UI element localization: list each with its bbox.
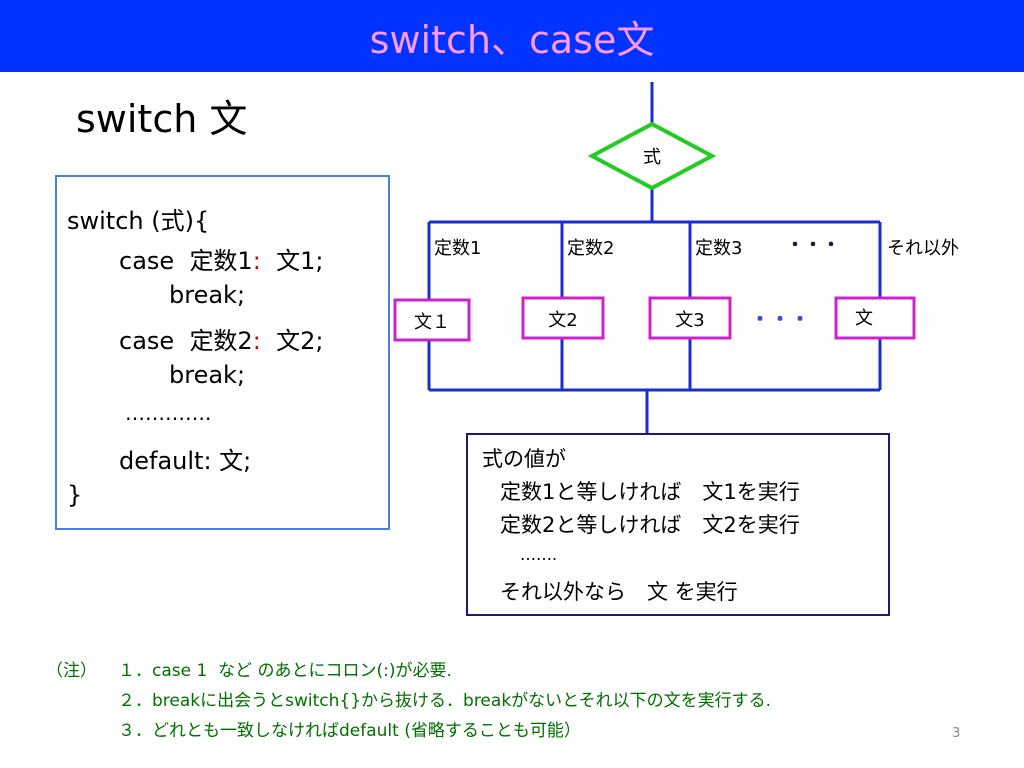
description-line-1: 式の値が	[482, 447, 566, 471]
statement-box-3	[648, 296, 732, 340]
title-bar: switch、case文	[0, 0, 1024, 72]
code-box: switch (式){ case 定数1: 文1; break; case 定数…	[55, 175, 390, 530]
case2-statement: 文2;	[276, 327, 324, 355]
notes-prefix: （注）	[46, 661, 97, 681]
statement-box-1	[393, 298, 471, 342]
branch-label-1: 定数1	[434, 238, 481, 259]
code-line-break2: break;	[169, 361, 246, 389]
decision-label: 式	[643, 147, 661, 168]
statement-box-3-label: 文3	[675, 310, 704, 331]
case1-constant: 定数1	[189, 247, 253, 275]
page-number: 3	[952, 726, 961, 741]
branch-label-dots: ・・・	[786, 235, 840, 256]
slide-title: switch、case文	[369, 17, 655, 62]
note-3: ３．どれとも一致しなければdefault (省略することも可能）	[118, 721, 581, 741]
branch-label-2: 定数2	[567, 238, 614, 259]
description-line-4: …….	[520, 545, 558, 564]
branch-label-else: それ以外	[887, 238, 959, 259]
statement-box-dots: ・・・	[750, 307, 810, 331]
branch-label-3: 定数3	[695, 238, 742, 259]
statement-box-else-label: 文	[855, 308, 873, 329]
case-keyword: case	[119, 327, 175, 355]
statement-box-2	[521, 296, 605, 340]
code-line-break1: break;	[169, 281, 246, 309]
case2-colon: :	[252, 327, 261, 355]
description-line-5: それ以外なら 文 を実行	[500, 580, 738, 604]
description-box: 式の値が 定数1と等しければ 文1を実行 定数2と等しければ 文2を実行 …….…	[466, 433, 890, 616]
code-line-ellipsis: ………….	[125, 401, 212, 425]
code-line-case1: case 定数1: 文1;	[119, 241, 323, 276]
note-2: ２．breakに出会うとswitch{}から抜ける．breakがないとそれ以下の…	[118, 691, 772, 711]
statement-box-else	[834, 296, 916, 340]
description-line-3: 定数2と等しければ 文2を実行	[500, 513, 800, 537]
code-line-switch: switch (式){	[67, 207, 210, 235]
decision-diamond	[587, 121, 717, 191]
statement-box-2-label: 文2	[548, 310, 577, 331]
case2-constant: 定数2	[189, 327, 253, 355]
section-heading: switch 文	[76, 97, 248, 141]
case-keyword: case	[119, 247, 175, 275]
description-line-2: 定数1と等しければ 文1を実行	[500, 480, 800, 504]
note-1: １．case 1 など のあとにコロン(:)が必要.	[118, 661, 452, 681]
code-line-case2: case 定数2: 文2;	[119, 321, 323, 356]
code-line-default: default: 文;	[119, 447, 252, 475]
case1-statement: 文1;	[276, 247, 324, 275]
code-line-close: }	[67, 481, 83, 509]
statement-box-1-label: 文１	[414, 312, 450, 333]
case1-colon: :	[252, 247, 261, 275]
